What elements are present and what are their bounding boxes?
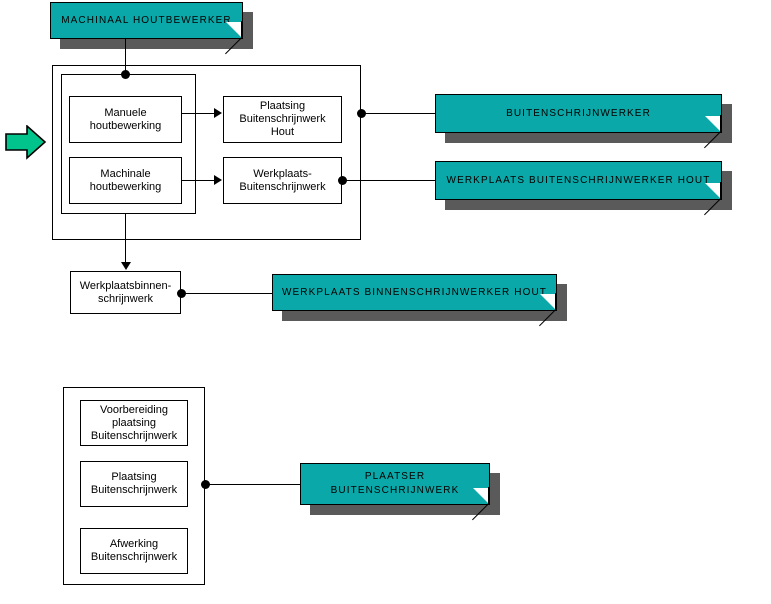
arrowhead-icon (214, 108, 222, 118)
task-node-label: Werkplaatsbinnen- schrijnwerk (79, 279, 172, 305)
fold-side-edge (720, 182, 721, 199)
fold-triangle (226, 22, 242, 38)
junction-dot-werkplaats-binnenschrijnwerker (177, 289, 186, 298)
fold-side-edge (488, 487, 489, 504)
fold-triangle (473, 488, 489, 504)
node-body: BUITENSCHRIJNWERKER (435, 94, 722, 149)
profile-node-werkplaats-binnenschrijnwerker-hout[interactable]: WERKPLAATS BINNENSCHRIJNWERKER HOUT (272, 274, 567, 327)
task-node-label: Werkplaats- Buitenschrijnwerk (239, 167, 326, 193)
connector-manuele-to-plaatsing (182, 113, 216, 114)
junction-dot-buitenschrijnwerker (357, 109, 366, 118)
connector-group-to-werkplaatsbinnen (125, 214, 126, 263)
task-node-plaatsing-buitenschrijnwerk-hout[interactable]: Plaatsing Buitenschrijnwerk Hout (223, 96, 342, 143)
task-node-label: Voorbereiding plaatsing Buitenschrijnwer… (90, 403, 178, 442)
task-node-afwerking-buitenschrijnwerk[interactable]: Afwerking Buitenschrijnwerk (80, 528, 188, 574)
right-arrow-icon (5, 124, 47, 165)
node-body: PLAATSER BUITENSCHRIJNWERK (300, 463, 490, 521)
junction-dot-werkplaats-buitenschrijnwerker (338, 176, 347, 185)
arrowhead-icon (121, 262, 131, 270)
node-label: WERKPLAATS BINNENSCHRIJNWERKER HOUT (281, 286, 547, 298)
task-node-voorbereiding-plaatsing-buitenschrijnwerk[interactable]: Voorbereiding plaatsing Buitenschrijnwer… (80, 400, 188, 446)
task-node-werkplaatsbinnenschrijnwerk[interactable]: Werkplaatsbinnen- schrijnwerk (70, 271, 181, 314)
connector-to-plaatser-buitenschrijnwerk (205, 484, 301, 485)
task-node-label: Plaatsing Buitenschrijnwerk (90, 471, 178, 496)
connector-to-werkplaats-binnenschrijnwerker (181, 293, 273, 294)
group-frame-inner (61, 74, 196, 214)
node-label: BUITENSCHRIJNWERKER (506, 107, 651, 119)
fold-triangle (705, 116, 721, 132)
connector-to-werkplaats-buitenschrijnwerker (342, 180, 436, 181)
task-node-label: Plaatsing Buitenschrijnwerk Hout (239, 100, 326, 138)
group-frame-outer (52, 65, 361, 240)
task-node-machinale-houtbewerking[interactable]: Machinale houtbewerking (69, 157, 182, 204)
fold-side-edge (241, 21, 242, 38)
profile-node-buitenschrijnwerker[interactable]: BUITENSCHRIJNWERKER (435, 94, 732, 149)
node-body: MACHINAAL HOUTBEWERKER (50, 2, 243, 55)
task-node-label: Machinale houtbewerking (89, 167, 162, 193)
connector-title-to-group (125, 39, 126, 75)
node-label: PLAATSER BUITENSCHRIJNWERK (330, 471, 460, 496)
node-label: MACHINAAL HOUTBEWERKER (61, 14, 232, 26)
fold-triangle (705, 183, 721, 199)
fold-triangle (540, 294, 556, 310)
profile-node-werkplaats-buitenschrijnwerker-hout[interactable]: WERKPLAATS BUITENSCHRIJNWERKER HOUT (435, 161, 732, 216)
task-node-manuele-houtbewerking[interactable]: Manuele houtbewerking (69, 96, 182, 143)
junction-dot-plaatser (201, 480, 210, 489)
task-node-plaatsing-buitenschrijnwerk[interactable]: Plaatsing Buitenschrijnwerk (80, 461, 188, 507)
fold-side-edge (555, 293, 556, 310)
task-node-werkplaats-buitenschrijnwerk[interactable]: Werkplaats- Buitenschrijnwerk (223, 157, 342, 204)
task-node-label: Manuele houtbewerking (89, 106, 162, 132)
node-body: WERKPLAATS BINNENSCHRIJNWERKER HOUT (272, 274, 557, 327)
arrowhead-icon (214, 175, 222, 185)
connector-machinale-to-werkplaats (182, 180, 216, 181)
node-label: WERKPLAATS BUITENSCHRIJNWERKER HOUT (446, 174, 711, 186)
node-body: WERKPLAATS BUITENSCHRIJNWERKER HOUT (435, 161, 722, 216)
task-node-label: Afwerking Buitenschrijnwerk (90, 538, 178, 563)
connector-to-buitenschrijnwerker (361, 113, 436, 114)
profile-node-plaatser-buitenschrijnwerk[interactable]: PLAATSER BUITENSCHRIJNWERK (300, 463, 500, 521)
profile-node-machinaal-houtbewerker[interactable]: MACHINAAL HOUTBEWERKER (50, 2, 253, 55)
fold-side-edge (720, 115, 721, 132)
